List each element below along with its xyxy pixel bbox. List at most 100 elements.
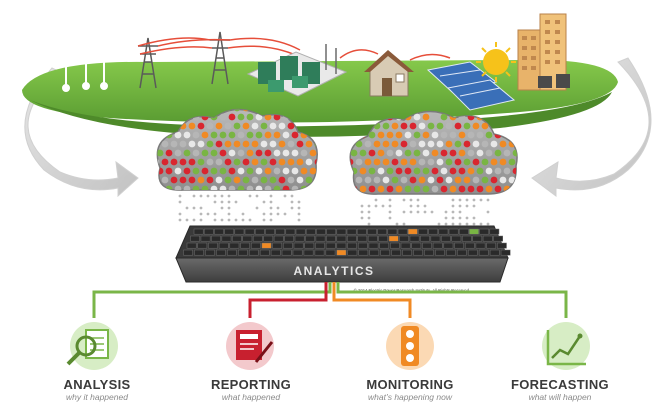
grid-cell bbox=[295, 228, 306, 235]
falling-data-dot bbox=[290, 200, 294, 204]
grid-cell bbox=[379, 242, 390, 249]
falling-data-dot bbox=[248, 218, 252, 222]
cloud-data-dot bbox=[503, 167, 511, 175]
grid-cell bbox=[186, 242, 197, 249]
cloud-data-dot bbox=[481, 122, 489, 130]
cloud-data-dot bbox=[242, 140, 250, 148]
cloud-data-dot bbox=[157, 149, 164, 157]
grid-cell bbox=[315, 242, 325, 249]
report-pen-icon bbox=[226, 322, 274, 370]
cloud-data-dot bbox=[305, 176, 313, 184]
cloud-data-dot bbox=[269, 176, 277, 184]
cloud-data-dot bbox=[436, 122, 444, 130]
grid-cell bbox=[435, 249, 445, 256]
falling-data-dot bbox=[213, 218, 217, 222]
grid-cell bbox=[493, 235, 503, 242]
cloud-data-dot bbox=[355, 158, 363, 166]
falling-data-dot bbox=[437, 222, 441, 226]
grid-cell bbox=[407, 228, 418, 235]
grid-cell bbox=[441, 235, 451, 242]
outcome-subtitle: what happened bbox=[221, 392, 281, 402]
cloud-data-dot bbox=[260, 176, 268, 184]
cloud-data-dot bbox=[467, 167, 475, 175]
falling-data-dot bbox=[297, 206, 301, 210]
cloud-data-dot bbox=[287, 158, 295, 166]
cloud-data-dot bbox=[246, 149, 254, 157]
cloud-data-dot bbox=[161, 140, 169, 148]
grid-cell bbox=[336, 249, 347, 256]
falling-data-dot bbox=[227, 218, 231, 222]
cloud-data-dot bbox=[210, 167, 218, 175]
falling-data-dot bbox=[360, 210, 364, 214]
cloud-data-dot bbox=[391, 122, 399, 130]
analytics-grid bbox=[183, 228, 511, 256]
cloud-data-dot bbox=[350, 140, 354, 148]
falling-data-dot bbox=[451, 198, 455, 202]
falling-data-dot bbox=[472, 204, 476, 208]
cloud-data-dot bbox=[201, 167, 209, 175]
cloud-data-dot bbox=[179, 176, 187, 184]
cloud-data-dot bbox=[197, 176, 205, 184]
solar-panels-icon bbox=[426, 61, 516, 111]
cloud-data-dot bbox=[512, 185, 518, 193]
cloud-data-dot bbox=[251, 176, 259, 184]
cloud-data-dot bbox=[183, 185, 191, 191]
cloud-data-dot bbox=[427, 158, 435, 166]
cloud-data-dot bbox=[413, 167, 421, 175]
cloud-data-dot bbox=[422, 131, 430, 139]
falling-data-dot bbox=[185, 206, 189, 210]
cloud-data-dot bbox=[174, 131, 182, 139]
outcome-title: REPORTING bbox=[211, 377, 291, 392]
cloud-data-dot bbox=[355, 176, 363, 184]
cloud-data-dot bbox=[485, 185, 493, 193]
cloud-data-dot bbox=[224, 140, 232, 148]
cloud-data-dot bbox=[377, 185, 385, 193]
grid-cell bbox=[244, 228, 255, 235]
cloud-data-dot bbox=[386, 131, 394, 139]
cloud-data-dot bbox=[503, 149, 511, 157]
cloud-data-dot bbox=[201, 131, 209, 139]
cloud-data-dot bbox=[201, 149, 209, 157]
grid-cell bbox=[275, 228, 286, 235]
cloud-data-dot bbox=[264, 131, 272, 139]
cloud-data-dot bbox=[472, 122, 480, 130]
falling-data-dot bbox=[297, 212, 301, 216]
falling-data-dot bbox=[451, 216, 455, 220]
left-curved-arrow bbox=[24, 67, 139, 198]
cloud-data-dot bbox=[157, 167, 164, 175]
cloud-data-dot bbox=[300, 149, 308, 157]
analytics-engine: ANALYTICS © 2014 Electric Power Research… bbox=[175, 225, 511, 293]
grid-cell bbox=[432, 242, 443, 249]
cloud-data-dot bbox=[242, 122, 250, 130]
grid-cell bbox=[458, 228, 469, 235]
cloud-data-dot bbox=[463, 176, 471, 184]
falling-data-dot bbox=[465, 198, 469, 202]
falling-data-dot bbox=[388, 216, 392, 220]
cloud-data-dot bbox=[269, 158, 277, 166]
falling-data-dot bbox=[199, 218, 203, 222]
grid-cell bbox=[259, 249, 270, 256]
falling-data-dot bbox=[472, 222, 476, 226]
wind-turbines-icon bbox=[53, 15, 117, 92]
cloud-data-dot bbox=[287, 176, 295, 184]
cloud-data-dot bbox=[377, 167, 385, 175]
cloud-data-dot bbox=[431, 131, 439, 139]
cloud-data-dot bbox=[228, 131, 236, 139]
cloud-data-dot bbox=[440, 113, 448, 121]
cloud-data-dot bbox=[449, 131, 457, 139]
magnifier-document-icon bbox=[66, 322, 118, 370]
cloud-data-dot bbox=[228, 185, 236, 191]
cloud-data-dot bbox=[373, 140, 381, 148]
grid-cell bbox=[367, 235, 378, 242]
cloud-data-dot bbox=[472, 140, 480, 148]
falling-data-dot bbox=[269, 212, 273, 216]
cloud-data-dot bbox=[215, 140, 223, 148]
grid-cell bbox=[304, 242, 315, 249]
cloud-data-dot bbox=[179, 140, 187, 148]
cloud-data-dot bbox=[210, 149, 218, 157]
cloud-data-dot bbox=[291, 167, 299, 175]
grid-cell bbox=[461, 235, 472, 242]
grid-cell bbox=[325, 249, 336, 256]
falling-data-dot bbox=[367, 210, 371, 214]
cloud-data-dot bbox=[454, 122, 462, 130]
